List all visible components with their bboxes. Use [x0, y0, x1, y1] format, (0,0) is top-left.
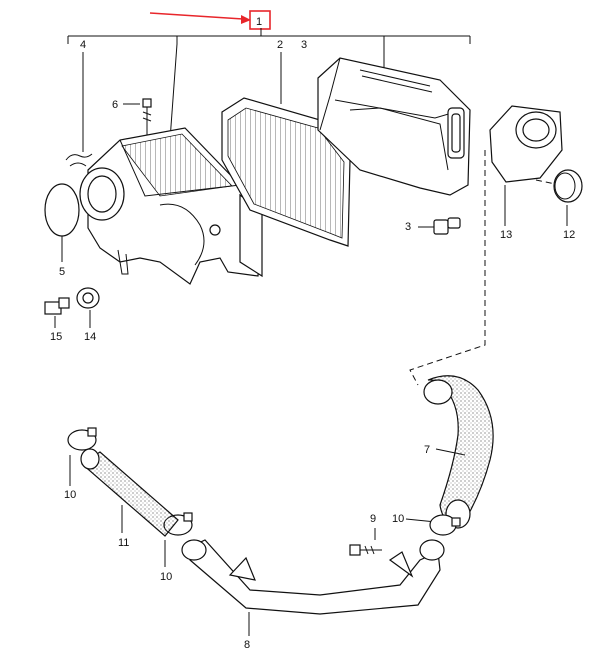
intake-elbow-part-13: [489, 105, 563, 183]
callout-9: 9: [370, 513, 376, 525]
highlight-arrow: [149, 12, 244, 20]
highlight-box: [249, 10, 271, 30]
pipe-part-8: [181, 539, 445, 615]
callout-10-c: 10: [392, 513, 404, 525]
filter-element-part-2: [221, 97, 351, 247]
hose-part-7: [423, 375, 494, 529]
callout-5: 5: [59, 266, 65, 278]
callout-8: 8: [244, 639, 250, 651]
callout-13: 13: [500, 229, 512, 241]
grommet-part-14: [76, 287, 100, 309]
housing-lower-part-1: [79, 127, 263, 285]
sensor-part-15: [44, 297, 70, 315]
callout-7: 7: [424, 444, 430, 456]
callout-15: 15: [50, 331, 62, 343]
leader-lines: [54, 36, 568, 636]
callout-14: 14: [84, 331, 96, 343]
callout-3-mid: 3: [405, 221, 411, 233]
highlight-group: [149, 10, 271, 30]
callout-2: 2: [277, 39, 283, 51]
clamp-part-10-a: [67, 427, 97, 451]
cap-part-12: [553, 169, 583, 203]
callout-11: 11: [118, 537, 129, 549]
callout-12: 12: [563, 229, 575, 241]
bolt-part-9: [349, 544, 382, 556]
clamp-clip-part-3: [433, 217, 461, 235]
o-ring-part-5: [44, 183, 80, 237]
housing-upper-part-3: [317, 57, 471, 196]
highlight-arrow-head: [241, 15, 251, 24]
callout-10-a: 10: [64, 489, 76, 501]
callout-6: 6: [112, 99, 118, 111]
clamp-part-10-c: [429, 514, 461, 536]
callout-4: 4: [80, 39, 86, 51]
callout-10-b: 10: [160, 571, 172, 583]
clip-part-4: [65, 153, 93, 167]
callout-3-top: 3: [301, 39, 307, 51]
callout-1: 1: [256, 16, 262, 28]
assembly-bracket: [67, 28, 471, 44]
corrugated-hose-part-11: [80, 448, 179, 537]
